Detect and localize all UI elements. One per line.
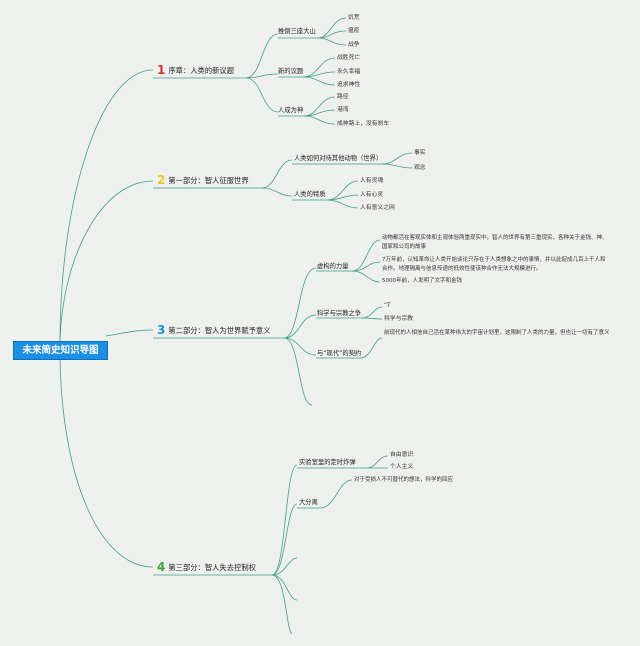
topic-modern-covenant[interactable]: 与“现代”的契约 [317,350,362,357]
chapter-1-number: 1 [157,63,166,77]
topic-science-vs-religion[interactable]: 科学与宗教之争 [317,310,362,317]
topic-plague[interactable]: 瘟疫 [348,28,360,34]
topic-lab-time-bomb[interactable]: 实验室里的定时炸弹 [299,459,356,466]
topic-no-brakes[interactable]: 成神路上，没有刹车 [337,121,390,127]
chapter-4-title: 第三部分：智人失去控制权 [168,563,256,572]
topic-human-traits[interactable]: 人类的特质 [294,191,326,198]
link-root-ch3 [105,329,154,337]
topic-war[interactable]: 战争 [348,42,360,48]
link-root-ch1 [59,69,154,342]
topic-path[interactable]: 路径 [337,94,349,100]
topic-concept[interactable]: 观念 [414,165,426,171]
note-premodern-plan[interactable]: 前现代的人相信自己活在某种伟大的宇宙计划里，这限制了人类的力量，但也让一切有了意… [384,330,610,336]
chapter-4-number: 4 [157,560,166,574]
topic-defeat-death[interactable]: 战胜死亡 [337,55,361,61]
topic-new-agenda[interactable]: 新的议题 [278,68,304,75]
topic-famine[interactable]: 饥荒 [348,15,360,21]
note-three-realities[interactable]: 动物都活在客观实体和主观体验两重现实中，智人的世界有第三重现实，各种关于金钱、神… [382,235,608,250]
note-writing-money[interactable]: 5000年前，人发明了文字和金钱 [382,278,462,284]
chapter-2-number: 2 [157,173,166,187]
link-root-ch4 [59,357,154,568]
topic-free-will[interactable]: 自由意识 [390,452,414,458]
topic-treat-animals[interactable]: 人类如何对待其他动物（世界） [294,155,383,162]
topic-pursue-divinity[interactable]: 追求神性 [337,82,361,88]
chapter-3-number: 3 [157,323,166,337]
topic-soul[interactable]: 人有灵魂 [360,178,384,184]
note-science-response[interactable]: 对于受损人不可替代的想法，科学的回应 [354,477,454,483]
topic-eternal-happiness[interactable]: 永久幸福 [337,69,361,75]
topic-fact[interactable]: 事实 [414,150,426,156]
topic-overthrow-mountains[interactable]: 推倒三座大山 [278,28,316,35]
link-ch1-b2 [245,73,279,79]
link-ch1-b1 [245,33,279,79]
chapter-1-title: 序章：人类的新议题 [168,66,235,75]
root-topic[interactable]: 未来简史知识导图 [13,341,108,360]
topic-human-become-god[interactable]: 人成为神 [278,107,304,114]
topic-harbor[interactable]: 港湾 [337,107,349,113]
topic-individualism[interactable]: 个人主义 [390,464,414,470]
chapter-2-title: 第一部分：智人征服世界 [168,176,249,185]
topic-power-of-fiction[interactable]: 虚构的力量 [317,263,349,270]
chapter-3-title: 第二部分：智人为世界赋予意义 [168,326,271,335]
topic-great-decoupling[interactable]: 大分离 [299,499,318,506]
topic-mind[interactable]: 人有心灵 [360,192,384,198]
topic-quote-t[interactable]: “T [384,303,391,309]
note-cognitive-revolution[interactable]: 7万年前，认知革命让人类开始谈论只存在于人类想象之中的事情，并以此促成几百上千人… [382,257,606,272]
link-ch1-b3 [245,77,279,113]
topic-web-of-meaning[interactable]: 人有意义之网 [360,205,395,211]
link-root-ch2 [59,180,154,342]
topic-science-and-religion[interactable]: 科学与宗教 [384,316,413,322]
